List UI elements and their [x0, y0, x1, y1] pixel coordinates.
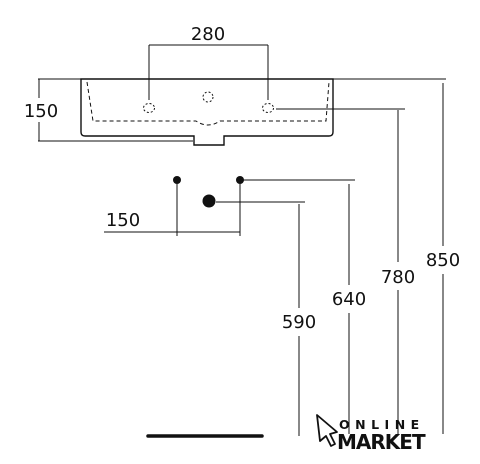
online-market-logo: ONLINE MARKET — [316, 414, 427, 454]
connection-points — [173, 176, 244, 208]
basin — [80, 78, 334, 146]
water-inlet-right — [236, 176, 244, 184]
logo-line-1: ONLINE — [339, 417, 425, 432]
dimension-850 — [333, 78, 446, 434]
cursor-icon — [316, 414, 338, 447]
tap-hole-center — [202, 91, 214, 103]
dim-label-150-vertical: 150 — [24, 101, 58, 122]
dim-label-150-horizontal: 150 — [106, 210, 140, 231]
logo-line-2: MARKET — [337, 430, 426, 454]
basin-inner-bowl — [86, 81, 330, 126]
water-inlet-left — [173, 176, 181, 184]
dimension-150-vertical — [38, 78, 193, 142]
drain-outlet — [202, 194, 216, 208]
dim-label-780: 780 — [381, 267, 415, 288]
tap-hole-left — [143, 103, 155, 113]
dim-label-850: 850 — [426, 250, 460, 271]
dimension-590 — [216, 201, 305, 436]
dimension-150-horizontal — [104, 184, 241, 236]
tap-hole-right — [262, 103, 274, 113]
dimension-640 — [240, 179, 355, 434]
dimension-280 — [148, 44, 269, 100]
dim-label-590: 590 — [282, 312, 316, 333]
dim-label-280: 280 — [191, 24, 225, 45]
dim-label-640: 640 — [332, 289, 366, 310]
dimension-780 — [276, 108, 405, 434]
basin-outline — [80, 78, 334, 146]
